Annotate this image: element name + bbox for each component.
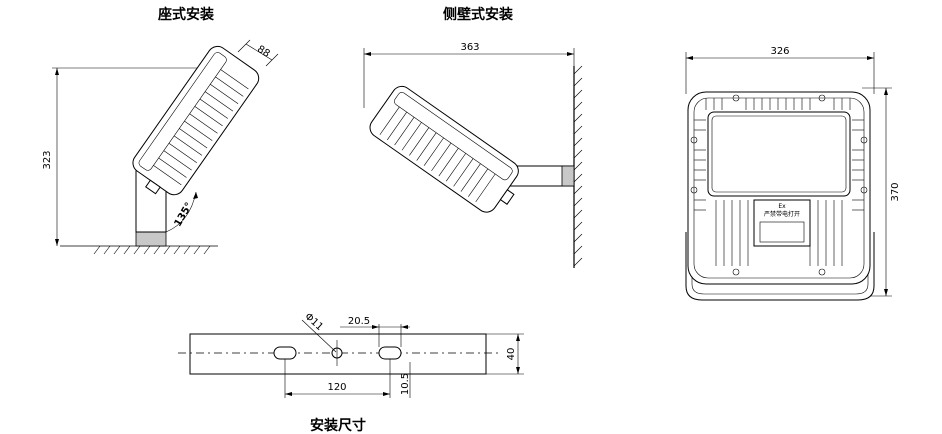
dim-front-width: 326: [770, 46, 789, 57]
dim-slot-spacing: 20.5: [348, 316, 370, 327]
front-warning-text: 严禁带电打开: [764, 210, 800, 218]
side-wall-mount-view: 363: [363, 42, 583, 268]
seat-mount-view: 323: [42, 39, 279, 255]
dim-edge-offset: 10.5: [400, 373, 411, 395]
bracket-view: Φ11 20.5 120 10.5 40: [178, 311, 524, 398]
front-screws: [690, 94, 868, 276]
dim-hole-spacing: 120: [327, 382, 346, 393]
title-mounting-dimensions: 安装尺寸: [310, 417, 366, 434]
dim-seat-depth: 88: [255, 44, 272, 60]
front-fins: [694, 98, 864, 266]
dim-seat-height: 323: [42, 150, 53, 169]
dim-wall-length: 363: [460, 42, 479, 53]
dim-front-height: 370: [890, 182, 901, 201]
dim-bracket-width: 40: [506, 348, 517, 361]
seat-lamp-body: [132, 45, 260, 196]
dim-seat-angle: 135°: [173, 201, 195, 229]
wall-lamp-body: [369, 85, 519, 213]
wall-hatching: [573, 65, 583, 267]
front-ex-mark: Ex: [778, 203, 786, 210]
title-seat-mount: 座式安装: [158, 6, 215, 23]
dim-hole-diameter: Φ11: [302, 311, 325, 333]
front-view: 326 370: [685, 46, 901, 301]
ground-hatching: [93, 245, 211, 255]
title-side-wall-mount: 侧壁式安装: [443, 6, 514, 23]
